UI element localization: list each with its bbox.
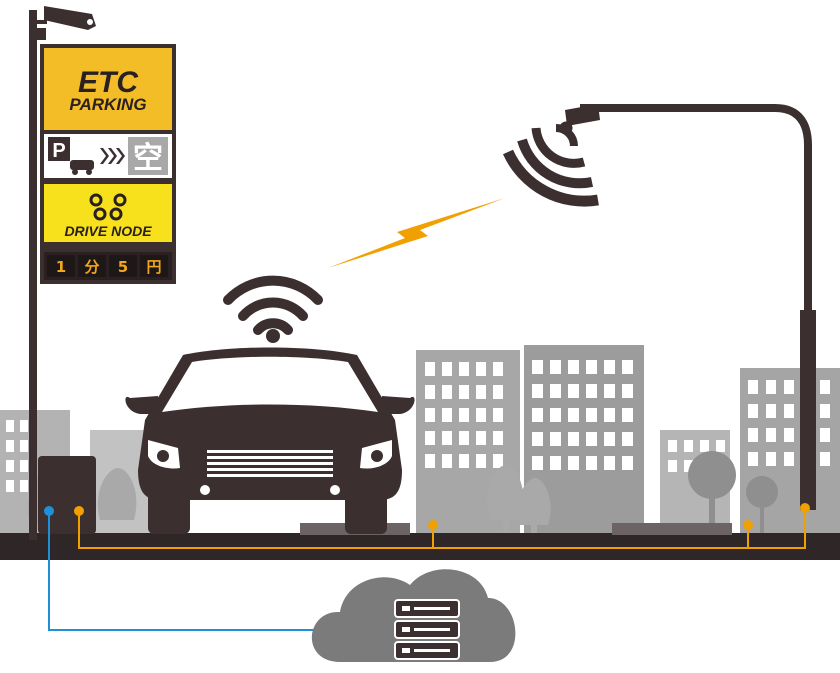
drive-node-brand: DRIVE NODE [64,223,152,239]
vacancy-glyph: 空 [133,141,163,176]
rate-cell: 1 [56,258,66,276]
rate-cells: 1 分 5 円 [47,255,168,277]
car-icon [125,347,415,534]
etc-title: ETC [78,66,139,99]
rate-cell: 円 [146,258,161,276]
road-ground [0,533,840,560]
curb [612,523,732,535]
streetlight-wifi-icon [502,121,599,207]
server-icon [394,599,460,660]
parking-title: PARKING [69,95,146,114]
wire-nodes [74,503,810,530]
wifi-icon [223,275,323,343]
sign-pole [29,10,47,540]
parking-p-letter: P [52,140,65,162]
control-box [38,456,96,534]
etc-parking-sign: ETC PARKING P 空 DRIVE NODE [40,44,176,284]
camera-icon [37,6,96,40]
drive-node-logo-icon [89,193,127,221]
rate-cell: 分 [84,258,99,276]
city-skyline [0,345,840,535]
streetlight-icon [565,104,816,510]
chevrons-icon [100,148,125,164]
rate-cell: 5 [118,258,128,276]
small-car-icon [70,160,94,175]
lightning-icon [328,198,505,268]
